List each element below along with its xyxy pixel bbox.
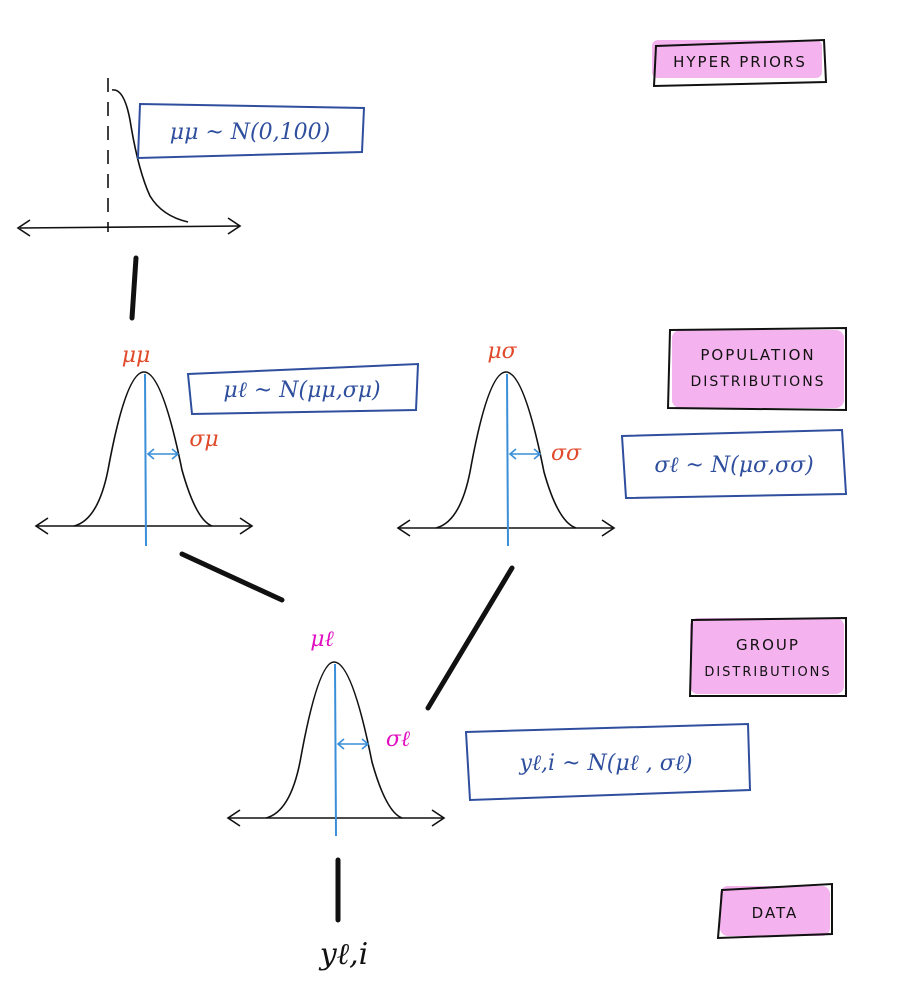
- pop-mu-spread-label: σμ: [189, 427, 218, 452]
- group-curve: [265, 661, 403, 819]
- pop-mu-center-line: [144, 373, 147, 547]
- group-formula: yℓ,i ~ N(μℓ , σℓ): [518, 751, 692, 776]
- data-label: DATA: [752, 904, 799, 922]
- data-node-label: yℓ,i: [318, 937, 369, 972]
- group-spread-arrow: [336, 738, 370, 750]
- pop-sigma-center-label: μσ: [487, 339, 517, 364]
- pop-mu-center-label: μμ: [122, 343, 151, 368]
- hyper-prior-curve: [111, 89, 189, 223]
- level-label-hyper-priors: HYPER PRIORS: [652, 38, 828, 88]
- pop-mu-curve: [73, 371, 213, 527]
- hyper-mu-formula: μμ ~ N(0,100): [170, 120, 330, 145]
- group-formula-box: yℓ,i ~ N(μℓ , σℓ): [464, 722, 752, 802]
- pop-sigma-formula: σℓ ~ N(μσ,σσ): [654, 453, 813, 478]
- pop-mu-spread-arrow: [146, 448, 180, 460]
- level-label-data: DATA: [716, 882, 833, 940]
- pop-mu-formula-box: μℓ ~ N(μμ,σμ): [186, 362, 420, 416]
- pop-mu-formula: μℓ ~ N(μμ,σμ): [223, 378, 380, 403]
- pop-sigma-spread-label: σσ: [551, 441, 582, 466]
- pop-sigma-spread-arrow: [508, 448, 542, 460]
- hyper-prior-plot: [16, 78, 242, 237]
- level-label-population: POPULATION DISTRIBUTIONS: [666, 326, 847, 412]
- pop-mu-plot: μμ σμ: [34, 343, 254, 547]
- population-label-line2: DISTRIBUTIONS: [690, 374, 825, 390]
- group-spread-label: σℓ: [386, 727, 411, 752]
- level-label-group: GROUP DISTRIBUTIONS: [688, 616, 847, 697]
- connector-hyper-to-pop-mu: [129, 255, 139, 321]
- group-center-line: [334, 663, 337, 837]
- pop-sigma-formula-box: σℓ ~ N(μσ,σσ): [620, 428, 848, 500]
- group-label-line1: GROUP: [736, 636, 800, 654]
- connector-pop-sigma-to-group: [425, 565, 515, 711]
- group-center-label: μℓ: [310, 627, 334, 652]
- population-label-line1: POPULATION: [700, 346, 815, 364]
- connector-pop-mu-to-group: [179, 551, 285, 603]
- hyper-mu-formula-box: μμ ~ N(0,100): [136, 102, 366, 160]
- pop-sigma-center-line: [506, 373, 509, 547]
- hyper-prior-axis: [19, 225, 241, 229]
- pop-sigma-plot: μσ σσ: [396, 339, 616, 547]
- group-plot: μℓ σℓ: [226, 627, 446, 837]
- group-label-line2: DISTRIBUTIONS: [704, 665, 831, 680]
- hyper-priors-label: HYPER PRIORS: [673, 53, 807, 71]
- pop-sigma-curve: [435, 371, 577, 529]
